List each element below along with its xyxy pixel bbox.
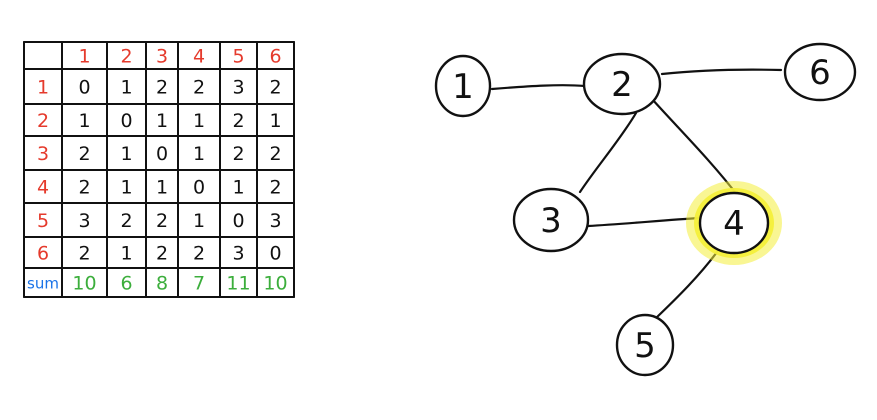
graph-diagram: 1 2 3 4 5 6: [434, 42, 857, 377]
matrix-cell: 1: [269, 110, 281, 132]
edge-3-4: [586, 216, 702, 228]
sum-cell: 8: [156, 273, 168, 295]
matrix-cell: 0: [78, 77, 90, 99]
column-header: 6: [269, 46, 281, 68]
node-6: [783, 42, 857, 102]
matrix-cell: 0: [120, 110, 132, 132]
matrix-cell: 2: [232, 110, 244, 132]
node-1: [434, 54, 492, 118]
node-label: 5: [634, 326, 656, 366]
matrix-cell: 0: [193, 177, 205, 199]
matrix-cell: 2: [269, 143, 281, 165]
matrix-cell: 1: [120, 77, 132, 99]
matrix-cell: 1: [232, 177, 244, 199]
node-label: 3: [540, 201, 562, 241]
sum-cell: 7: [193, 273, 205, 295]
matrix-cell: 1: [156, 110, 168, 132]
edge-2-3: [578, 111, 638, 194]
node-label: 1: [452, 67, 474, 107]
row-header: 6: [37, 243, 49, 265]
matrix-cell: 1: [193, 143, 205, 165]
sum-cell: 10: [263, 273, 287, 295]
row-header: 2: [37, 110, 49, 132]
matrix-cell: 0: [269, 243, 281, 265]
matrix-cell: 2: [269, 77, 281, 99]
matrix-cell: 1: [78, 110, 90, 132]
node-label: 6: [809, 53, 831, 93]
matrix-cell: 2: [232, 143, 244, 165]
matrix-cell: 2: [156, 210, 168, 232]
matrix-cell: 2: [78, 177, 90, 199]
column-header: 1: [78, 46, 90, 68]
matrix-cell: 3: [232, 77, 244, 99]
edge-4-5: [654, 250, 719, 320]
matrix-cell: 1: [156, 177, 168, 199]
node-2: [582, 52, 662, 116]
graph-nodes: 1 2 3 4 5 6: [434, 42, 857, 377]
row-header: 1: [37, 77, 49, 99]
matrix-cell: 1: [120, 143, 132, 165]
column-header: 4: [193, 46, 205, 68]
edge-2-6: [660, 68, 783, 76]
matrix-cell: 2: [78, 143, 90, 165]
node-3: [512, 187, 590, 253]
sum-cell: 10: [72, 273, 96, 295]
matrix-cell: 3: [78, 210, 90, 232]
edge-2-4: [650, 97, 740, 198]
matrix-cell: 1: [120, 243, 132, 265]
matrix-cell: 2: [156, 77, 168, 99]
matrix-cell: 0: [232, 210, 244, 232]
matrix-cell: 3: [269, 210, 281, 232]
sum-row-label: sum: [27, 275, 59, 293]
matrix-cell: 1: [193, 110, 205, 132]
row-header: 4: [37, 177, 49, 199]
matrix-cell: 0: [156, 143, 168, 165]
matrix-cell: 1: [120, 177, 132, 199]
node-label: 2: [611, 65, 633, 105]
matrix-cell: 2: [78, 243, 90, 265]
edge-1-2: [490, 84, 587, 91]
column-header: 3: [156, 46, 168, 68]
matrix-cell: 3: [232, 243, 244, 265]
matrix-cell: 2: [120, 210, 132, 232]
matrix-grid: [23, 41, 295, 298]
node-4: [698, 191, 770, 255]
matrix-cell: 2: [269, 177, 281, 199]
matrix-cell: 1: [193, 210, 205, 232]
row-header: 3: [37, 143, 49, 165]
column-header: 5: [232, 46, 244, 68]
sum-cell: 11: [226, 273, 250, 295]
row-header: 5: [37, 210, 49, 232]
node-5: [615, 313, 675, 377]
sum-cell: 6: [120, 273, 132, 295]
matrix-cell: 2: [193, 77, 205, 99]
matrix-cell: 2: [156, 243, 168, 265]
column-header: 2: [120, 46, 132, 68]
node-label: 4: [723, 204, 745, 244]
matrix-cell: 2: [193, 243, 205, 265]
